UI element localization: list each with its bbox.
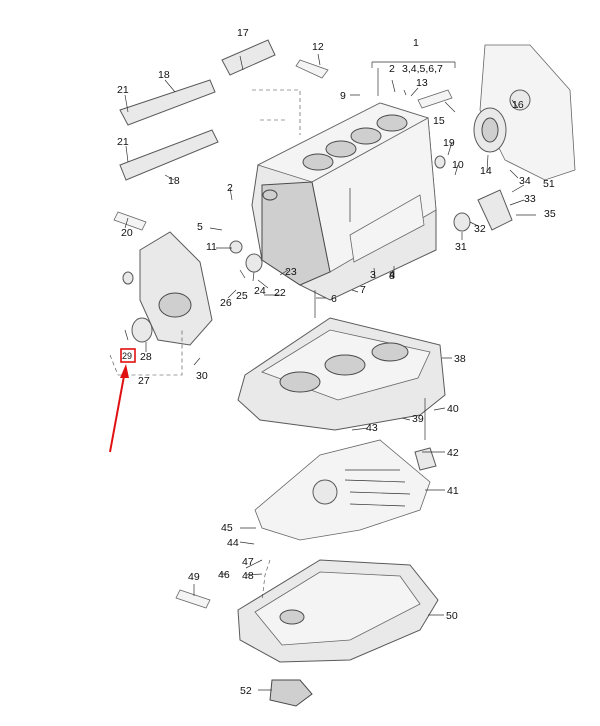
callout-33: 33 [524,193,536,205]
callout-8: 8 [389,270,395,282]
callout-41: 41 [447,485,459,497]
small-parts [113,39,513,707]
callout-2-lower: 2 [227,182,233,194]
rear-plate [479,44,576,181]
callout-24: 24 [254,285,266,297]
callout-18-lower: 18 [168,175,180,187]
callout-32: 32 [474,223,486,235]
baffle-plate [254,439,431,541]
engine-block [251,102,437,301]
assembly-group-lines [109,89,301,601]
callout-48: 48 [242,570,254,582]
timing-cover [139,231,213,346]
callout-35: 35 [544,208,556,220]
callout-6: 6 [331,293,337,305]
highlight-box [120,348,136,363]
leader-lines [124,53,536,691]
callout-45: 45 [221,522,233,534]
callout-12: 12 [312,41,324,53]
callout-14: 14 [480,165,492,177]
callout-22: 22 [274,287,286,299]
callout-4: 4 [389,269,395,281]
callout-43: 43 [366,422,378,434]
callout-27: 27 [138,375,150,387]
callout-42: 42 [447,447,459,459]
callout-2-upper: 2 [389,63,395,75]
callout-11: 11 [206,241,217,253]
callout-29: 29 [122,351,132,361]
red-pointer-arrow [109,364,129,453]
callout-40: 40 [447,403,459,415]
callout-15: 15 [433,115,445,127]
lower-oil-pan [237,559,439,663]
callout-1-subparts: 3,4,5,6,7 [402,63,443,75]
callout-25: 25 [236,290,248,302]
callout-21-upper: 21 [117,84,129,96]
callout-23: 23 [285,266,297,278]
callout-3: 3 [370,269,376,281]
callout-10: 10 [452,159,464,171]
callout-38: 38 [454,353,466,365]
callout-51: 51 [543,178,555,190]
callout-44: 44 [227,537,239,549]
callout-7: 7 [360,284,366,296]
callout-16: 16 [512,99,524,111]
callout-31: 31 [455,241,467,253]
upper-oil-pan [237,317,446,431]
callout-labels: 1 3,4,5,6,7 2 13 9 17 12 18 18 21 21 15 … [117,27,556,697]
callout-28: 28 [140,351,152,363]
highlighted-part-29[interactable]: 29 [120,348,136,363]
callout-19: 19 [443,137,455,149]
callout-52: 52 [240,685,252,697]
callout-21-lower: 21 [117,136,129,148]
callout-49: 49 [188,571,200,583]
callout-26: 26 [220,297,232,309]
callout-5: 5 [197,221,203,233]
callout-34: 34 [519,175,531,187]
callout-13: 13 [416,77,428,89]
callout-18-upper: 18 [158,69,170,81]
callout-47: 47 [242,556,254,568]
callout-1: 1 [413,37,419,49]
callout-46: 46 [218,569,230,581]
callout-50: 50 [446,610,458,622]
callout-39: 39 [412,413,424,425]
callout-17: 17 [237,27,249,39]
callout-30: 30 [196,370,208,382]
callout-9: 9 [340,90,346,102]
callout-20: 20 [121,227,133,239]
